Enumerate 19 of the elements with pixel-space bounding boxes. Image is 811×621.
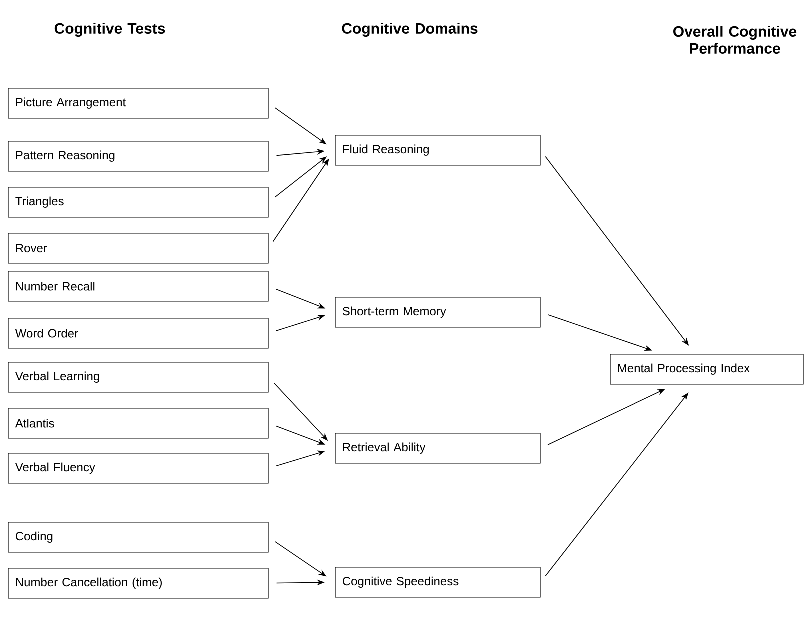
column-heading: Cognitive Domains	[342, 22, 478, 38]
test-box: Number Cancellation (time)	[8, 568, 269, 599]
column-heading: Cognitive Tests	[54, 22, 166, 38]
test-box: Number Recall	[8, 271, 269, 302]
index-box: Mental Processing Index	[610, 354, 804, 385]
column-heading: Overall Cognitive Performance	[674, 26, 797, 54]
test-box: Picture Arrangement	[8, 88, 269, 119]
domain-box: Retrieval Ability	[335, 433, 541, 464]
test-box: Coding	[8, 522, 269, 553]
domain-box: Short-term Memory	[335, 297, 541, 328]
test-box: Pattern Reasoning	[8, 141, 269, 172]
test-box: Rover	[8, 233, 269, 264]
test-box: Word Order	[8, 318, 269, 349]
test-box: Atlantis	[8, 408, 269, 439]
domain-box: Fluid Reasoning	[335, 135, 541, 166]
test-box: Verbal Learning	[8, 362, 269, 393]
domain-box: Cognitive Speediness	[335, 567, 541, 598]
test-box: Verbal Fluency	[8, 453, 269, 484]
test-box: Triangles	[8, 187, 269, 218]
